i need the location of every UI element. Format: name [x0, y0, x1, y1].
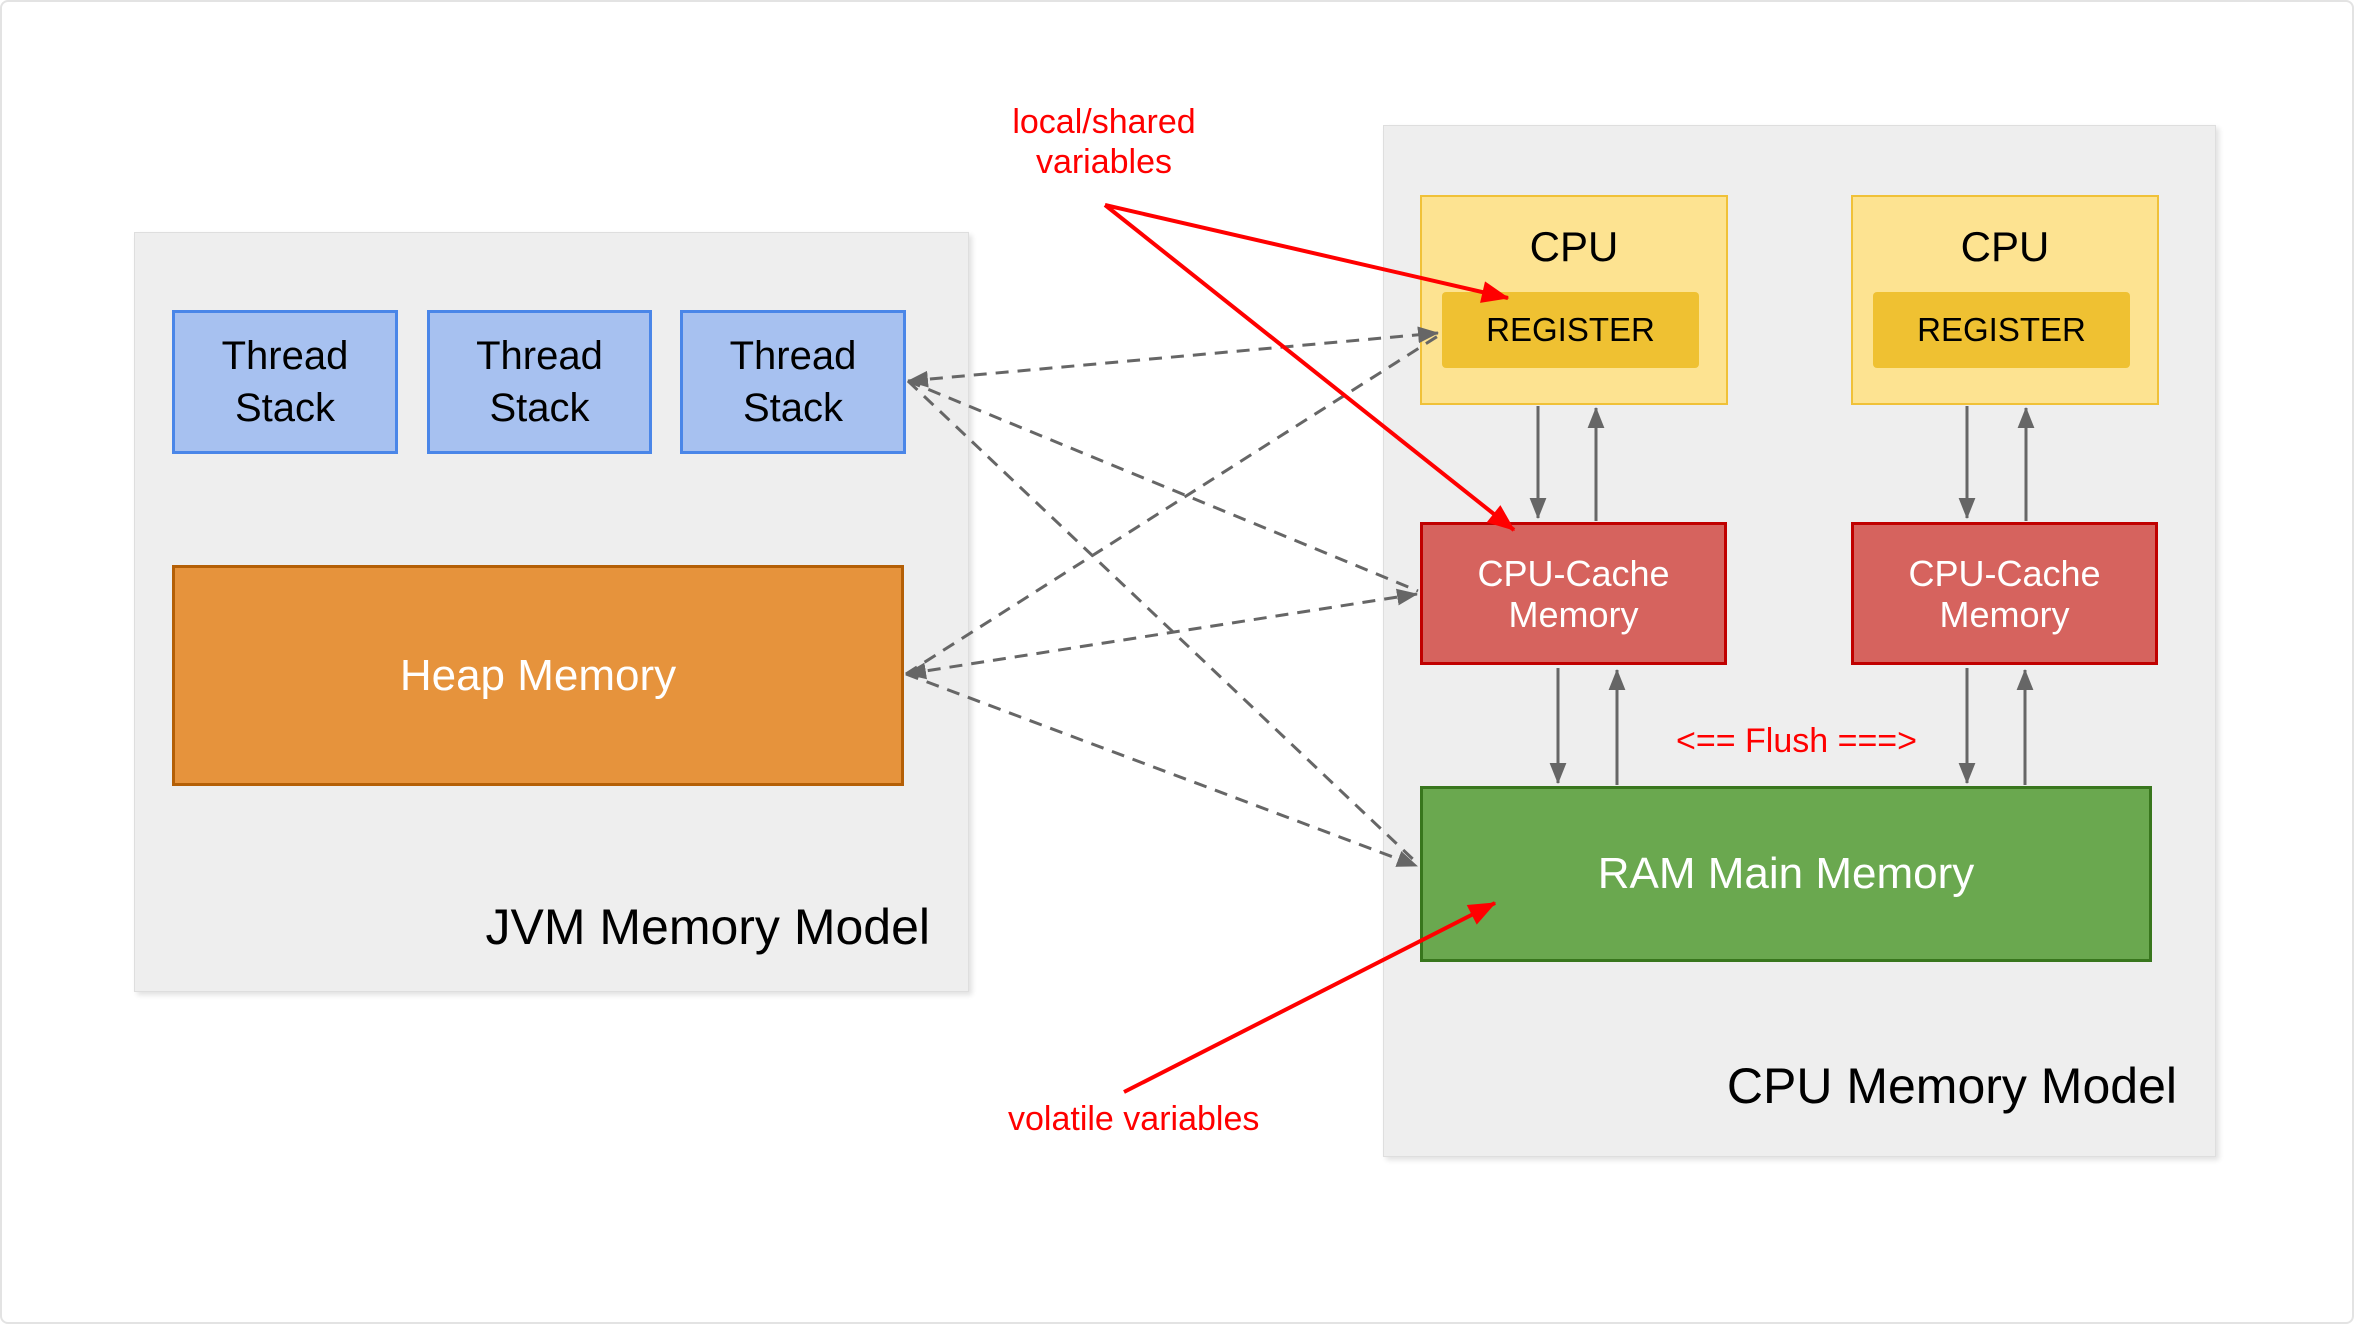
- thread-stack-box-3: Thread Stack: [680, 310, 906, 454]
- flush-label: <== Flush ===>: [1676, 722, 1918, 760]
- dashed-arrow-threadstack-register: [906, 326, 1440, 388]
- jvm-panel-title: JVM Memory Model: [485, 899, 930, 955]
- dashed-arrow-heap-ram: [905, 672, 1418, 868]
- annotation-volatile-variables: volatile variables: [1008, 1100, 1260, 1138]
- cpu-cache-box-2: CPU-Cache Memory: [1851, 522, 2158, 665]
- cpu-cache-box-1: CPU-Cache Memory: [1420, 522, 1727, 665]
- dashed-arrow-threadstack-ram: [906, 379, 1419, 865]
- heap-memory-label: Heap Memory: [399, 650, 677, 700]
- dashed-arrow-threadstack-cache: [907, 379, 1419, 593]
- cpu-cache-label: CPU-Cache Memory: [1477, 552, 1670, 635]
- dashed-arrow-heap-cache: [904, 588, 1419, 680]
- thread-stack-label: Thread Stack: [729, 334, 857, 430]
- thread-stack-label: Thread Stack: [476, 334, 603, 430]
- cpu-cache-label: CPU-Cache Memory: [1908, 552, 2101, 635]
- annotation-local-shared-variables: local/shared variables: [1012, 103, 1196, 181]
- register-label: REGISTER: [1917, 311, 2086, 348]
- register-label: REGISTER: [1486, 311, 1655, 348]
- dashed-arrow-heap-register: [905, 334, 1439, 676]
- heap-memory-box: Heap Memory: [172, 565, 904, 786]
- cpu-panel-title: CPU Memory Model: [1726, 1058, 2177, 1114]
- register-box-2: REGISTER: [1873, 292, 2130, 368]
- thread-stack-label: Thread Stack: [221, 334, 349, 430]
- thread-stack-box-1: Thread Stack: [172, 310, 398, 454]
- cpu-label: CPU: [1529, 223, 1619, 270]
- ram-main-memory-label: RAM Main Memory: [1597, 849, 1975, 898]
- register-box-1: REGISTER: [1442, 292, 1699, 368]
- ram-main-memory-box: RAM Main Memory: [1420, 786, 2152, 962]
- cpu-label: CPU: [1960, 223, 2050, 270]
- thread-stack-box-2: Thread Stack: [427, 310, 652, 454]
